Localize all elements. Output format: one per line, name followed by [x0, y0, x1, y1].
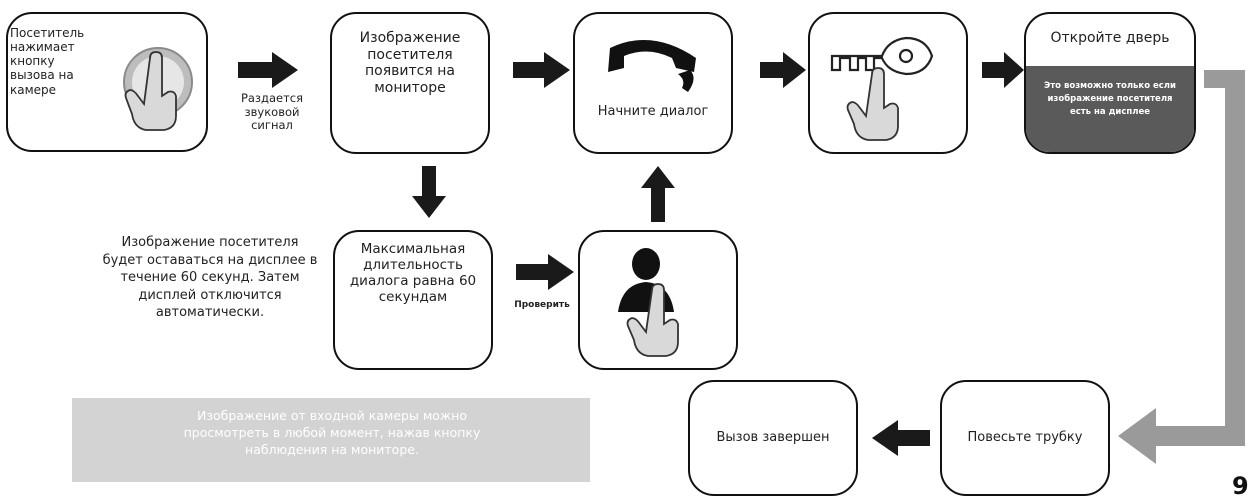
node-call-ended: Вызов завершен [716, 430, 830, 445]
camera-view-note-panel [72, 398, 590, 482]
node-open-door: Откройте дверь [1050, 30, 1170, 46]
edge-label-check: Проверить [514, 300, 570, 310]
visitor-icon [618, 248, 674, 312]
node-visitor-press: Посетитель нажимает кнопку вызова на кам… [10, 26, 85, 97]
node-hang-up: Повесьте трубку [967, 430, 1083, 445]
key-icon [830, 36, 934, 76]
pointing-hand-icon-3 [626, 283, 679, 357]
node-image-appears: Изображение посетителя появится на монит… [359, 30, 461, 96]
edge-label-sound-signal: Раздается звуковой сигнал [240, 91, 304, 133]
handset-icon [608, 40, 696, 92]
box-start-dialog [573, 12, 733, 154]
box-call-ended [688, 380, 858, 496]
node-start-dialog: Начните диалог [597, 104, 709, 119]
box-image-appears [330, 12, 490, 154]
box-hang-up [940, 380, 1110, 496]
arrow-dialog-to-key [760, 52, 806, 88]
arrow-max-to-check [516, 254, 574, 290]
arrow-check-to-dialog [641, 166, 675, 222]
open-door-dark-panel [1026, 66, 1194, 152]
node-max-duration: Максимальная длительность диалога равна … [349, 241, 477, 305]
arrow-press-to-image [238, 52, 298, 88]
arrow-image-to-dialog [513, 52, 570, 88]
box-max-duration [333, 230, 493, 370]
page-number: 9 [1232, 472, 1249, 500]
connector-door-to-hangup [1118, 70, 1245, 464]
arrow-image-to-max [412, 166, 446, 218]
arrow-hangup-to-ended [872, 420, 930, 456]
node-open-door-note: Это возможно только если изображение пос… [1044, 81, 1176, 117]
pointing-hand-icon-2 [846, 67, 899, 141]
pointing-hand-icon-1 [124, 51, 177, 131]
arrow-key-to-door [982, 52, 1024, 88]
note-display-timeout: Изображение посетителя будет оставаться … [102, 235, 318, 321]
note-camera-view: Изображение от входной камеры можно прос… [183, 408, 481, 457]
